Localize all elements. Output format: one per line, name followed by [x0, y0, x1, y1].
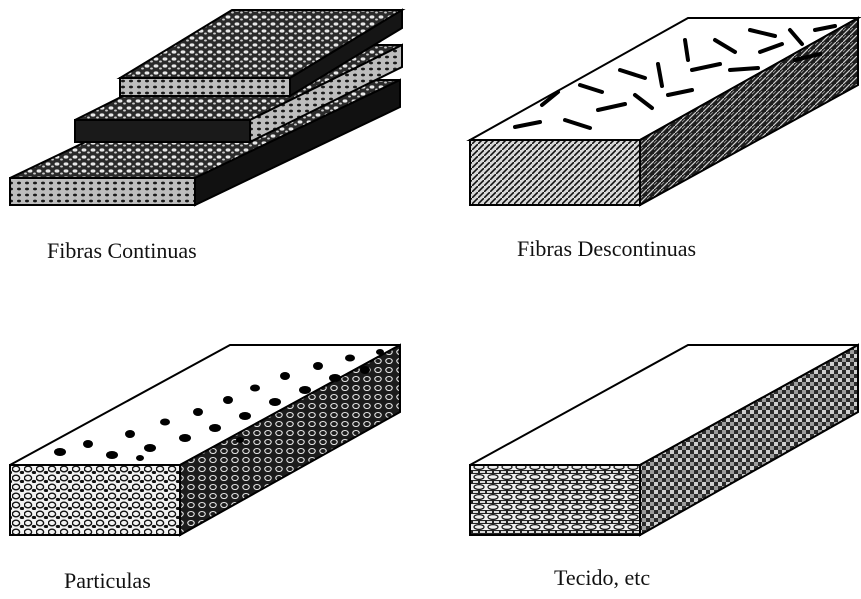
discontinuous-fiber-composite-icon [430, 0, 861, 230]
caption-woven-fabric: Tecido, etc [554, 565, 650, 591]
caption-discontinuous-fibers: Fibras Descontinuas [517, 236, 696, 262]
particle-composite-icon [0, 330, 420, 560]
woven-fabric-composite-icon [430, 330, 861, 560]
caption-continuous-fibers: Fibras Continuas [47, 238, 197, 264]
caption-particles: Particulas [64, 568, 151, 594]
continuous-fiber-laminate-icon [0, 0, 420, 230]
